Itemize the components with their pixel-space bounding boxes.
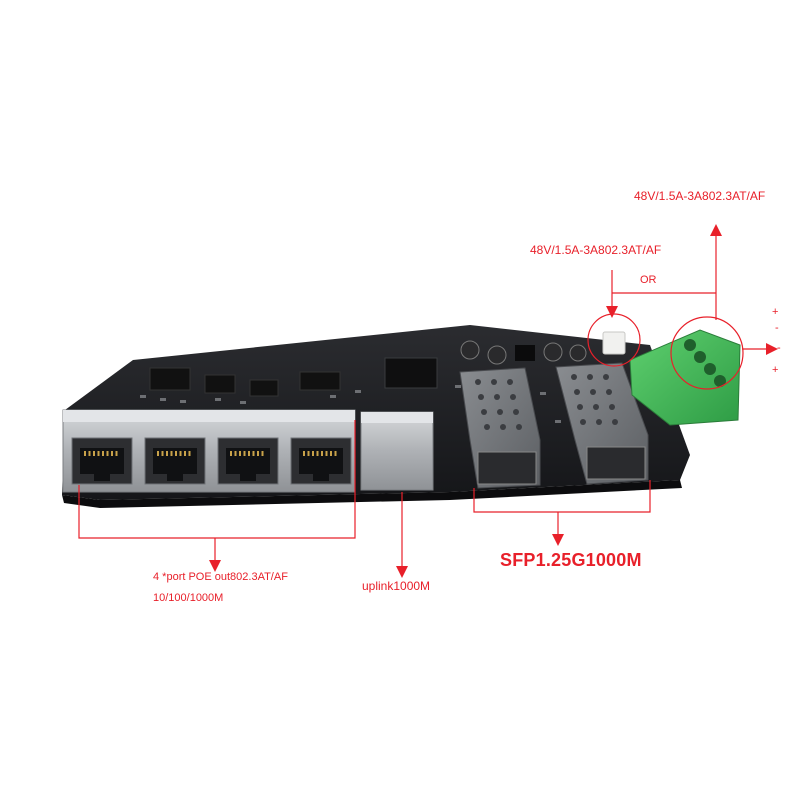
power-spec-label-top: 48V/1.5A-3A802.3AT/AF	[634, 189, 766, 203]
poe-speed-label: 10/100/1000M	[153, 592, 224, 604]
chip	[249, 379, 279, 397]
annotation-lines	[78, 224, 778, 578]
sfp-label: SFP1.25G1000M	[500, 550, 642, 570]
uplink-port-housing	[360, 411, 434, 491]
terminal-highlight-circle	[670, 316, 744, 390]
pcb-edge	[62, 480, 682, 508]
rj45-poe-port	[290, 437, 352, 485]
uplink-label: uplink1000M	[362, 579, 431, 593]
inductor	[515, 345, 535, 361]
capacitor	[487, 345, 507, 365]
rj45-poe-port	[217, 437, 279, 485]
capacitor	[460, 340, 480, 360]
terminal-block	[629, 329, 741, 426]
power-spec-label-left: 48V/1.5A-3A802.3AT/AF	[530, 243, 662, 257]
rj45-poe-port	[144, 437, 206, 485]
poe-ports-label: 4 *port POE out802.3AT/AF	[153, 571, 288, 583]
chip	[204, 374, 236, 394]
main-chip	[384, 357, 438, 389]
terminal-sign-plus-2: +	[772, 364, 779, 376]
capacitor	[543, 342, 563, 362]
chip	[299, 371, 341, 391]
smd-parts	[140, 385, 561, 423]
terminal-sign-minus-2: -	[777, 342, 781, 354]
sfp-vents	[475, 374, 618, 430]
jumper-connector	[602, 331, 626, 355]
rj45-poe-port	[71, 437, 133, 485]
capacitor	[569, 344, 587, 362]
terminal-sign-plus-1: +	[772, 306, 779, 318]
or-label: OR	[640, 274, 657, 286]
terminal-sign-minus-1: -	[775, 322, 779, 334]
chip	[149, 367, 191, 391]
